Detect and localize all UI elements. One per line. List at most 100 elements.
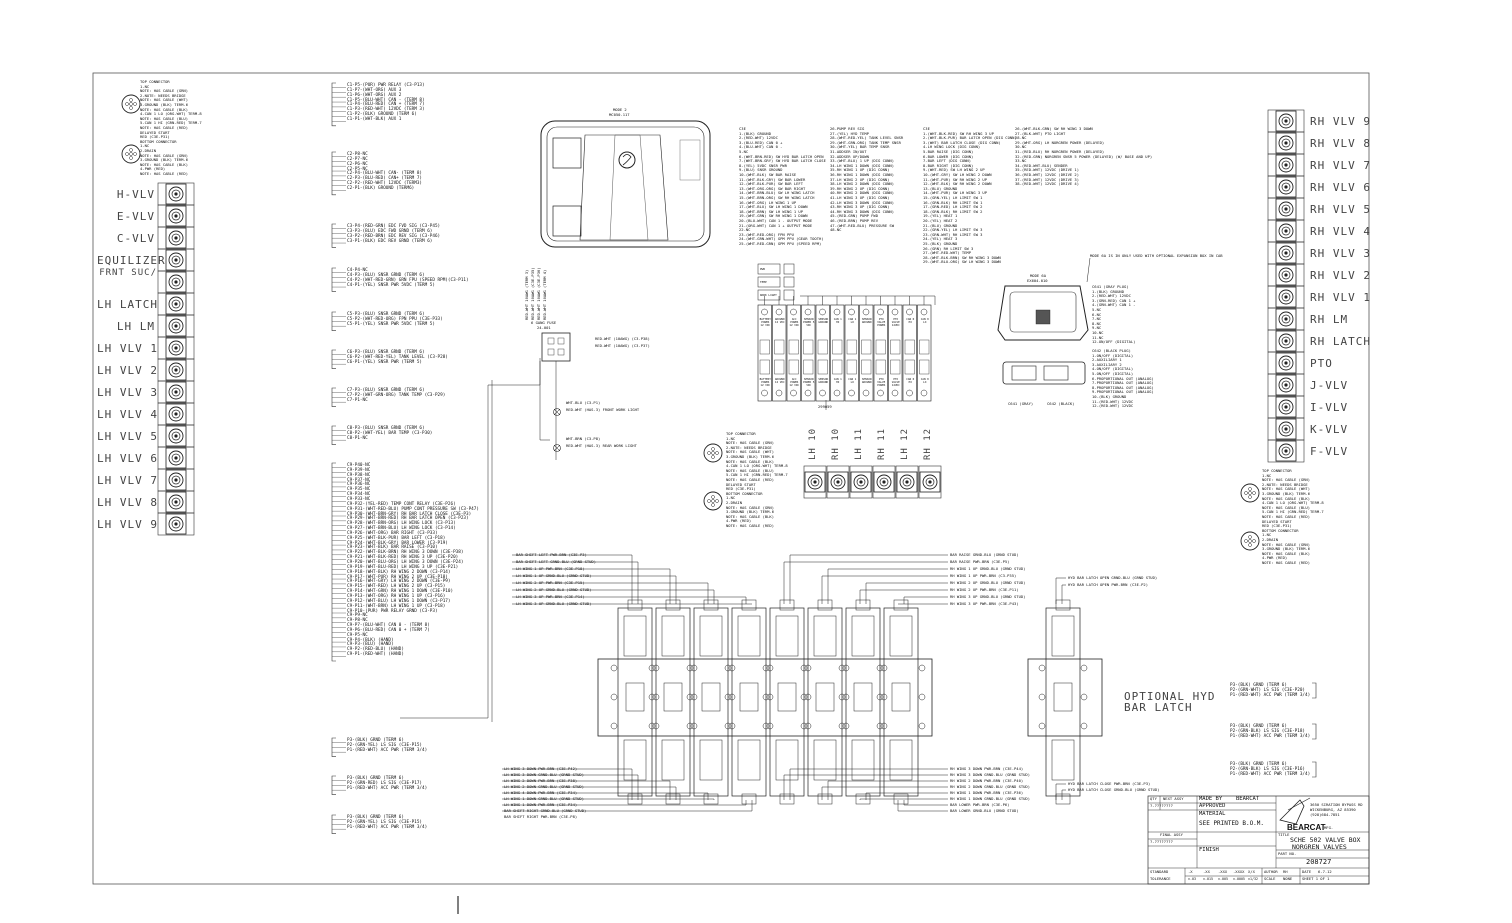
mid-valve-label: RH 10 — [831, 427, 841, 460]
c3-pin-col4: 29-(WHT-ORG) LH NORGREN POWER (DELAYED) — [1015, 139, 1105, 145]
connector-line: C9-P28-(WHT-BRN-ORG) LH WING LOCK (C3-P1… — [347, 521, 456, 527]
m6a-pin-c2: 4-ON/OFF (DIGITAL) — [1092, 366, 1134, 372]
c3-pin-col1: 22-NC — [739, 227, 751, 233]
terminal-label-lower: GROUND 12 VDC — [774, 377, 785, 384]
connector-line: P3-(BLK) GRND (TERM 6) — [347, 815, 404, 820]
connector-line: C9-P38-NC — [347, 472, 371, 478]
c3-pin-col3: 5-BAR RAISE (DIG CONN) — [923, 149, 974, 154]
conn-detail-left: TOP CONNECTOR — [140, 79, 170, 84]
c3-pin-col2: 29-(WHT-GRN-ORG) TANK TEMP SNSR — [830, 139, 901, 145]
connector-line: C4-P2-(WHT-RED-GRN) GRN FPU (SPEED RPM)(… — [347, 277, 469, 283]
optional-label-2: BAR LATCH — [1124, 701, 1193, 714]
fuse-block — [541, 332, 571, 362]
c3-pin-col3: 18-(GRN-BLK) RH LIMIT SW 2 — [923, 208, 983, 214]
connector-line: C8-P3-(BLU) SNSR GRND (TERM 6) — [347, 426, 425, 431]
left-valve-label: FRNT SUC/ — [99, 268, 157, 278]
harness-right-top: RH WING 3 UP GRND-BLU (GRND STUD) — [950, 594, 1026, 599]
c3-pin-col2: 40-RH WING 2 DOWN (DIG CONN) — [830, 190, 895, 196]
c3-pin-col2: 43-RH WING 3 UP (DIG CONN) — [830, 204, 890, 210]
fuse-top-line: RED-WHT 10AWG (TERM 4) — [542, 269, 547, 320]
connector-line: C2-P2-(RED-WHT) 12VDC (TERM3) — [347, 181, 423, 187]
harness-far-right-top: HYD BAR LATCH OPEN GRND-BLU (GRND STUD) — [1068, 575, 1158, 580]
conn-detail-right: 3-GROUND (BLK) TERM-6 — [1262, 546, 1311, 552]
connector-line: C9-P16-(WHT-GRY) LH WING 2 DOWN (C3E-P9) — [347, 579, 451, 585]
terminal-strip-part: 299059 — [818, 404, 832, 409]
connector-line: C4-P1-(YEL) SNSR PWR 5VDC (TERM 5) — [347, 282, 435, 288]
solenoid-valve — [686, 599, 736, 805]
harness-right-bottom: RH WING 1 DOWN PWR-BRN (C3E-P36) — [950, 790, 1024, 795]
tb-approved: APPROVED — [1199, 803, 1226, 809]
module6a-housing — [997, 257, 1091, 385]
conn-detail-right: NOTE: HAS CABLE (WHT) — [1262, 486, 1311, 492]
left-valve-label: LH VLV 3 — [97, 386, 158, 399]
c3-pin-col3: 9-(WHT-RED) SW LH WING 2 UP — [923, 167, 985, 173]
mid-valve-label: LH 12 — [900, 427, 910, 460]
m6a-pin-c1: 9-NC — [1092, 325, 1102, 331]
c3-pin-col1: 19-(WHT-GRN) SW RH WING 1 DOWN — [739, 213, 808, 219]
c3-pin-col3: 27-(WHT-RED-WHT) TEMP — [923, 250, 972, 256]
harness-right-top: RH WING 1 UP GRND-BLU (GRND STUD) — [950, 566, 1026, 571]
harness-left-top: BAR SHIFT LEFT GRND-BLU (GRND STUD) — [516, 559, 597, 564]
connector-line: C4-P4-NC — [347, 268, 368, 273]
c3-pin-col1: 17-(WHT-BLU) SW LH WING 1 DOWN — [739, 204, 808, 210]
c3-pin-col3: 23-(GRN-WHT) RH LIMIT SW 3 — [923, 231, 983, 237]
conn-detail-mid: BOTTOM CONNECTOR — [726, 490, 763, 496]
terminal-label-lower: CAN 1 LO — [848, 377, 857, 384]
conn-detail-right: NOTE: HAS CABLE (BLU) — [1262, 504, 1311, 510]
connector-line: C9-P37-NC — [347, 477, 371, 483]
connector-line: C9-P8-NC — [347, 618, 368, 624]
harness-left-top: LH WING 3 UP PWR-BRN (C3E-P14) — [516, 594, 585, 599]
solenoid-valve — [876, 599, 926, 805]
fuse-line: RED-WHT (10AWG) (C3-P37) — [595, 343, 650, 348]
tb-made-by-val: BEARCAT — [1236, 796, 1260, 802]
connector-line: C6-P2-(WHT-RED-YEL) TANK LEVEL (C3-P28) — [347, 354, 448, 360]
c3-pin-col1: 18-(WHT-BRN) SW LH WING 1 UP — [739, 208, 804, 214]
connector-line: C7-P2-(WHT-GRN-ORG) TANK TEMP (C3-P29) — [347, 392, 446, 398]
tol-val: ±.015 — [1203, 877, 1213, 881]
c3-pin-col2: 35-RH WING 1 UP (DIG CONN) — [830, 167, 890, 173]
conn-detail-left: 2-DRAIN — [140, 148, 157, 153]
terminal-label-lower: PTO VALVE POWER — [877, 377, 886, 387]
connector-line: C7-P1-NC — [347, 397, 368, 403]
round-connector-icon — [121, 144, 141, 164]
m6a-pin-c1: 11-NC — [1092, 334, 1104, 340]
left-valve-icon — [165, 271, 187, 293]
c3-pin-col3: 26-(GRN) RH LIMIT SW 3 — [923, 245, 974, 251]
m6a-pin-c2: 10-(BLK) GROUND — [1092, 394, 1127, 399]
terminal-label: PTO VALVE 12VDC — [891, 317, 900, 327]
harness-left-top: LH WING 1 UP PWR-BRN (C3E-P18) — [516, 566, 585, 571]
connector-line: C9-P26-(WHT-ORG) BAR RIGHT (C3-P33) — [347, 530, 438, 536]
conn-detail-left: 3-GROUND (BLK) TERM-6 — [140, 102, 189, 107]
fuse-line: RED-WHT (10AWG) (C3-P38) — [595, 336, 650, 341]
m6a-pin-c1: 10-NC — [1092, 330, 1104, 335]
c3-pin-col1: 1-(BLK) GROUND — [739, 130, 772, 136]
left-valve-label: E-VLV — [116, 210, 155, 223]
harness-right-top: RH WING 2 UP GRND-BLU (GRND STUD) — [950, 580, 1026, 585]
tb-partno: 208727 — [1306, 858, 1332, 866]
c3-pin-col3: 13-(BLU) GROUND — [923, 185, 958, 191]
c3-pin-col2: 42-LH WING 3 DOWN (DIG CONN) — [830, 199, 895, 205]
right-valve-label: I-VLV — [1310, 401, 1349, 414]
conn-detail-right: DELAYED START — [1262, 518, 1292, 524]
conn-detail-right: NOTE: HAS CABLE (RED) — [1262, 560, 1311, 565]
connector-line: P2-(GRN-YEL) LS SIG (C3E-P15) — [347, 742, 423, 748]
harness-right-top: BAR RAISE PWR-BRN (C3E-P5) — [950, 559, 1010, 564]
c3-pin-col3: 8-BAR RIGHT (DIG CONN) — [923, 162, 974, 168]
harness-far-right-top: HYD BAR LATCH OPEN PWR-BRN (C3E-P2) — [1068, 582, 1149, 587]
c3-pin-col3: 25-(BLK) GROUND — [923, 241, 958, 246]
conn-detail-right: NOTE: HAS CABLE (BLK) — [1262, 550, 1311, 556]
right-valve-icon — [1275, 242, 1297, 264]
harness-right-top: BAR RAISE GRND-BLU (GRND STUD) — [950, 552, 1019, 557]
tol-val: ±1/32 — [1248, 877, 1258, 881]
left-valve-label: H-VLV — [116, 188, 155, 201]
harness-right-bottom: RH WING 3 DOWN GRND-BLU (GRND STUD) — [950, 772, 1031, 777]
connector-line: C9-P39-NC — [347, 467, 371, 473]
harness-right-bottom: RH WING 2 DOWN GRND-BLU (GRND STUD) — [950, 784, 1031, 789]
connector-brackets — [121, 82, 1317, 834]
connector-line: C6-P1-(YEL) SNSR PWR (TERM 5) — [347, 359, 423, 365]
m6a-pin-c2: 11-(RED-WHT) 12VDC — [1092, 398, 1134, 404]
conn-detail-right: NOTE: HAS CABLE (BLK) — [1262, 495, 1311, 501]
right-valve-label: RH LATCH — [1310, 335, 1371, 348]
module6a-part: EX604-010 — [1027, 278, 1048, 283]
